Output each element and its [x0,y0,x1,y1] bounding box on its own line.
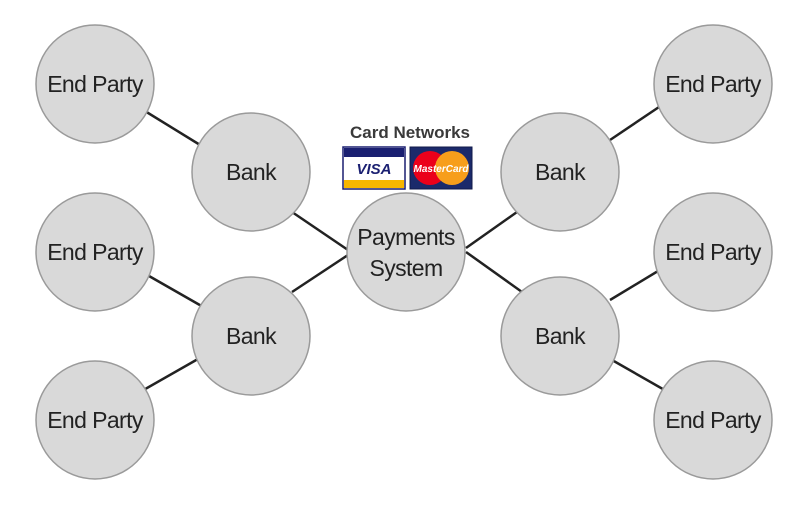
node-end-party-middle-right [653,192,773,312]
edge-bank-bl-payments [291,253,349,294]
label-end-party-bottom-right: End Party [665,407,762,433]
mastercard-logo-text: MasterCard [413,164,469,175]
label-bank-bottom-right: Bank [535,323,586,349]
card-networks-title: Card Networks [350,123,470,142]
node-end-party-top-left [35,24,155,144]
label-end-party-middle-left: End Party [47,239,144,265]
node-end-party-top-right [653,24,773,144]
node-bank-bottom-left [191,276,311,396]
node-bank-top-right [500,112,620,232]
edge-endparty-tl-bank-tl [139,106,206,150]
label-payments-line1: Payments [357,224,455,250]
edge-payments-bank-tr [465,210,518,250]
nodes [35,24,773,480]
label-bank-top-left: Bank [226,159,277,185]
label-end-party-bottom-left: End Party [47,407,144,433]
edge-endparty-ml-bank-bl [141,270,206,310]
edge-bank-br-endparty-br [611,358,669,394]
card-networks: Card Networks VISA MasterCard [342,123,473,190]
edges [139,103,669,394]
visa-logo-text: VISA [356,161,391,178]
node-labels: End Party Bank End Party Bank End Party … [47,71,762,433]
node-bank-bottom-right [500,276,620,396]
node-end-party-bottom-left [35,360,155,480]
label-end-party-top-right: End Party [665,71,762,97]
label-payments-line2: System [369,255,442,281]
edge-payments-bank-br [465,250,523,294]
edge-bank-tr-endparty-tr [609,103,663,142]
node-end-party-middle-left [35,192,155,312]
label-end-party-middle-right: End Party [665,239,762,265]
edge-endparty-bl-bank-bl [139,353,206,394]
label-bank-top-right: Bank [535,159,586,185]
edge-bank-tl-payments [291,210,349,252]
node-bank-top-left [191,112,311,232]
mastercard-logo-icon: MasterCard [409,146,473,190]
visa-logo-icon: VISA [342,146,406,190]
node-end-party-bottom-right [653,360,773,480]
label-bank-bottom-left: Bank [226,323,277,349]
node-payments-system [346,192,466,312]
label-end-party-top-left: End Party [47,71,144,97]
